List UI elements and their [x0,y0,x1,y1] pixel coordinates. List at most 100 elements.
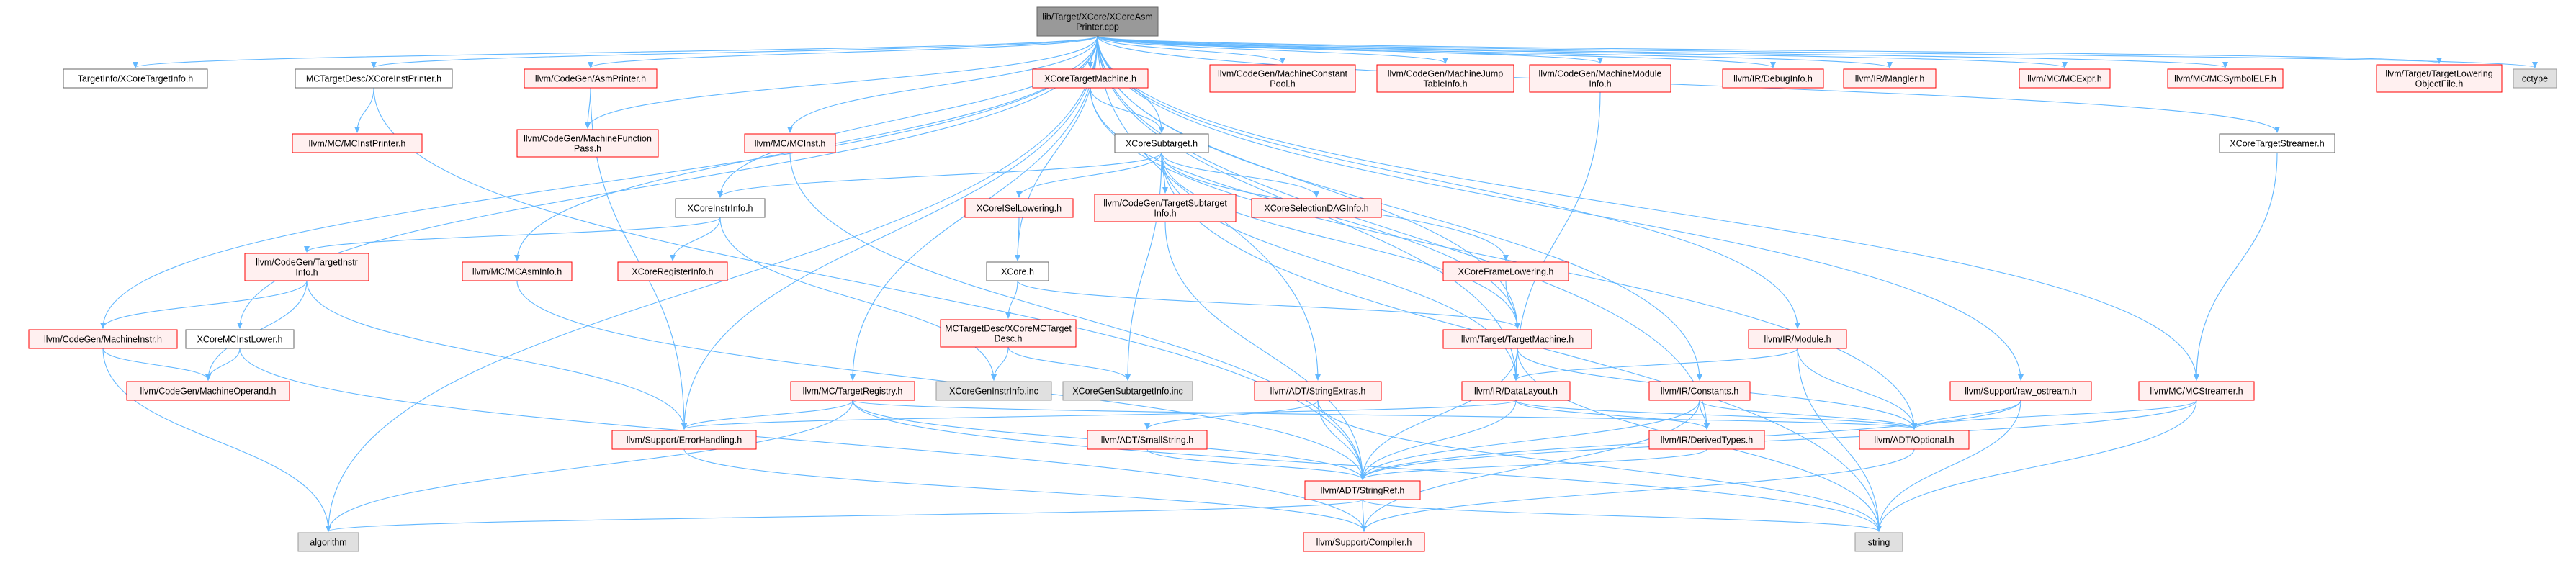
node-stringextras[interactable]: llvm/ADT/StringExtras.h [1254,381,1382,401]
edge-xcoresubtarget-to-xcoreinstrinfo [717,152,1162,198]
node-label: llvm/MC/MCAsmInfo.h [472,267,562,277]
node-box [1859,430,1970,450]
node-irmodule[interactable]: llvm/IR/Module.h [1748,329,1847,349]
node-box [1209,64,1356,93]
edge-root-to-algorithm [326,35,1098,532]
node-xcoretargetstreamer[interactable]: XCoreTargetStreamer.h [2219,133,2335,153]
node-machineinstr[interactable]: llvm/CodeGen/MachineInstr.h [28,329,178,349]
node-stringref[interactable]: llvm/ADT/StringRef.h [1304,480,1421,500]
node-targetinfo[interactable]: TargetInfo/XCoreTargetInfo.h [63,68,208,89]
node-box [617,261,728,281]
node-xcoreframelowering[interactable]: XCoreFrameLowering.h [1442,261,1569,281]
edge-mctargetdesc_instprinter-to-mcinstprinter [354,87,374,133]
node-xcoretargetmachine[interactable]: XCoreTargetMachine.h [1032,68,1149,89]
node-mcstreamer[interactable]: llvm/MC/MCStreamer.h [2138,381,2255,401]
node-label: llvm/CodeGen/MachineInstr.h [44,335,162,345]
edge-mctargetdesc_instprinter-to-stringref [373,87,1365,480]
node-mangler[interactable]: llvm/IR/Mangler.h [1843,68,1937,89]
node-label: llvm/CodeGen/MachineFunction [524,134,652,144]
edge-irmodule-to-optional [1797,348,1917,430]
node-box [292,133,423,153]
node-label: llvm/MC/MCSymbolELF.h [2174,74,2276,84]
node-label: llvm/ADT/SmallString.h [1101,436,1194,446]
edge-root-to-mcstreamer [1097,35,2199,381]
edge-errorhandling-to-compiler [683,448,1367,532]
node-mcsymbolelf[interactable]: llvm/MC/MCSymbolELF.h [2167,68,2284,89]
node-mcasminfo[interactable]: llvm/MC/MCAsmInfo.h [462,261,573,281]
node-debuginfo[interactable]: llvm/IR/DebugInfo.h [1722,68,1824,89]
node-label: llvm/CodeGen/MachineModule [1539,69,1662,79]
edge-datalayout-to-stringref [1360,400,1517,480]
node-label: TargetInfo/XCoreTargetInfo.h [78,74,194,84]
edge-xcoretargetstreamer-to-mcstreamer [2194,152,2278,381]
node-mcinstprinter[interactable]: llvm/MC/MCInstPrinter.h [292,133,423,153]
node-optional[interactable]: llvm/ADT/Optional.h [1859,430,1970,450]
node-errorhandling[interactable]: llvm/Support/ErrorHandling.h [611,430,757,450]
edge-root-to-mcinst [787,35,1098,133]
node-datalayout[interactable]: llvm/IR/DataLayout.h [1461,381,1571,401]
edge-xcoreframelowering-to-targetmachine [1505,280,1520,329]
node-xcoreisellowering[interactable]: XCoreISelLowering.h [964,198,1074,218]
node-box [790,381,915,401]
node-label: llvm/CodeGen/MachineJump [1388,69,1504,79]
node-label: MCTargetDesc/XCoreInstPrinter.h [306,74,441,84]
node-label: XCoreSubtarget.h [1126,139,1198,149]
node-xcoreinstrinfo[interactable]: XCoreInstrInfo.h [675,198,766,218]
node-label: cctype [2522,74,2548,84]
edge-root-to-mctargetdesc_instprinter [371,35,1098,68]
edge-xcoreinstrinfo-to-genInstrInfo [719,217,997,381]
node-label: XCoreGenSubtargetInfo.inc [1072,387,1183,397]
node-rawostream[interactable]: llvm/Support/raw_ostream.h [1949,381,2092,401]
node-label: llvm/IR/DataLayout.h [1474,387,1558,397]
edge-stringextras-to-string [1317,400,1882,532]
node-machineoperand[interactable]: llvm/CodeGen/MachineOperand.h [126,381,290,401]
node-box [964,198,1074,218]
node-xcoreselectiondag[interactable]: XCoreSelectionDAGInfo.h [1251,198,1382,218]
edge-machineinstr-to-machineoperand [102,348,211,381]
node-xcoreh[interactable]: XCore.h [986,261,1049,281]
node-smallstring[interactable]: llvm/ADT/SmallString.h [1087,430,1208,450]
edge-root-to-machineconstantpool [1097,35,1285,64]
node-label: Pool.h [1270,79,1295,89]
node-label: XCoreGenInstrInfo.inc [949,387,1038,397]
node-xcoremcinstlower[interactable]: XCoreMCInstLower.h [185,329,295,349]
edge-machinemoduleinfo-to-datalayout [1513,91,1601,381]
node-mctargetregistry[interactable]: llvm/MC/TargetRegistry.h [790,381,915,401]
edge-irmodule-to-datalayout [1513,348,1798,381]
node-mcinst[interactable]: llvm/MC/MCInst.h [744,133,836,153]
node-label: XCoreRegisterInfo.h [632,267,713,277]
edge-mcasminfo-to-stringref [516,280,1365,480]
node-box [63,68,208,89]
node-mcexpr[interactable]: llvm/MC/MCExpr.h [2019,68,2111,89]
node-mctargetdesc_instprinter[interactable]: MCTargetDesc/XCoreInstPrinter.h [295,68,453,89]
node-box [744,133,836,153]
node-xcoresubtarget[interactable]: XCoreSubtarget.h [1114,133,1209,153]
edge-irconstants-to-compiler [1361,400,1700,532]
node-label: XCoreSelectionDAGInfo.h [1264,204,1368,214]
edge-xcoremctargetdesc-to-genInstrInfo [991,346,1009,381]
node-box [940,319,1077,348]
node-label: ObjectFile.h [2415,79,2464,89]
node-box [2167,68,2284,89]
node-irconstants[interactable]: llvm/IR/Constants.h [1648,381,1751,401]
node-asmprinter[interactable]: llvm/CodeGen/AsmPrinter.h [524,68,658,89]
node-compiler[interactable]: llvm/Support/Compiler.h [1303,532,1425,552]
node-box [675,198,766,218]
node-derivedtypes[interactable]: llvm/IR/DerivedTypes.h [1648,430,1765,450]
edge-root-to-errorhandling [681,35,1098,430]
edge-stringref-to-string [1362,499,1882,532]
node-targetmachine[interactable]: llvm/Target/TargetMachine.h [1442,329,1592,349]
edge-root-to-mangler [1097,35,1893,68]
edge-stringextras-to-smallstring [1144,400,1319,430]
node-xcoreregisterinfo[interactable]: XCoreRegisterInfo.h [617,261,728,281]
edge-xcoremcinstlower-to-compiler [239,348,1367,532]
